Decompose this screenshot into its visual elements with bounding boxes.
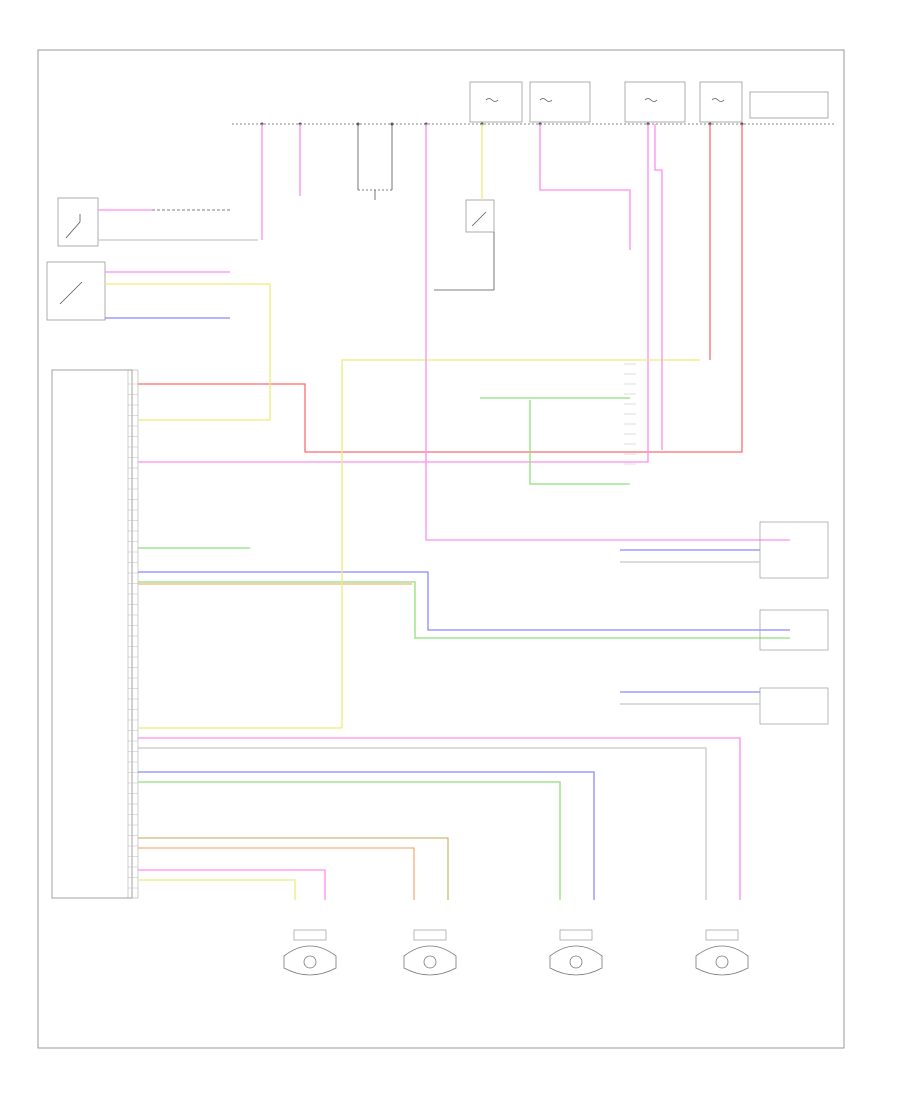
- abs-control-module: [51, 369, 139, 899]
- right-panels: [620, 521, 829, 725]
- connector-ladder: [624, 363, 636, 465]
- sensor-icon: [283, 945, 337, 976]
- fuse-symbols: [485, 98, 725, 102]
- switch-icon: [59, 281, 83, 305]
- steering-sensor-switch: [57, 197, 258, 247]
- module-wires: [138, 124, 790, 900]
- traction-control-switch: [46, 261, 270, 321]
- module-pin-ticks: [128, 383, 138, 889]
- wheel-speed-sensor-lf: [283, 929, 337, 976]
- fuse-panel: [469, 81, 829, 123]
- diagram-frame: [37, 49, 845, 1049]
- switch-icon: [471, 211, 487, 227]
- mid-wires: [425, 124, 790, 541]
- brake-switch: [434, 124, 495, 291]
- wheel-speed-sensor-rf: [403, 929, 457, 976]
- sensor-icon: [549, 945, 603, 976]
- sensor-icon: [403, 945, 457, 976]
- ground-connector-top: [357, 124, 393, 200]
- wheel-speed-sensor-rr: [695, 929, 749, 976]
- sensor-icon: [695, 945, 749, 976]
- wheel-speed-sensor-lr: [549, 929, 603, 976]
- switch-icon: [65, 214, 81, 239]
